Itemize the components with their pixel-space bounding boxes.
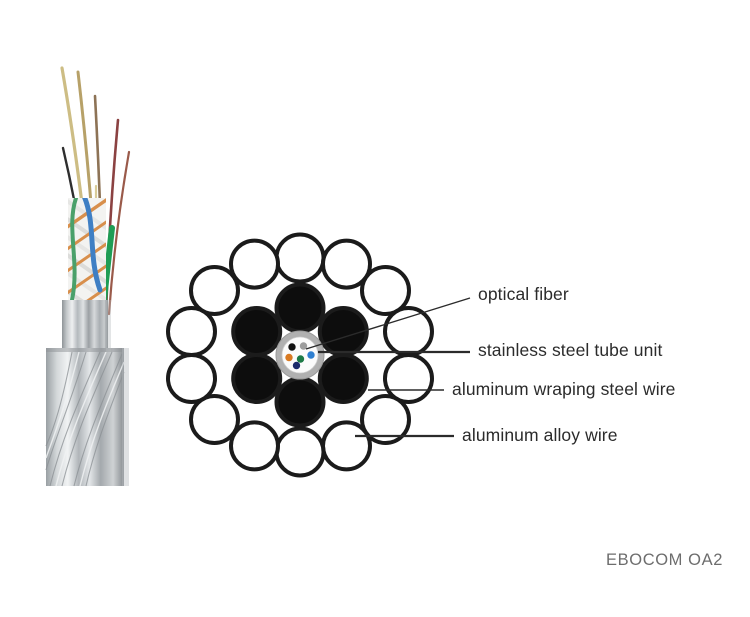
optical-fiber-bundle xyxy=(285,342,315,370)
alloy-wire xyxy=(274,232,326,284)
alloy-wire xyxy=(321,420,372,472)
alloy-wire xyxy=(166,306,217,357)
fiber-black xyxy=(288,343,296,351)
fiber-gray xyxy=(299,342,308,350)
alloy-wire xyxy=(189,265,240,316)
alloy-wire xyxy=(166,353,217,404)
callout-label-stainless-steel-tube-unit: stainless steel tube unit xyxy=(478,340,663,360)
photo-alu-lower xyxy=(45,348,125,487)
alloy-wire xyxy=(274,426,326,478)
fiber-navy xyxy=(292,361,301,370)
watermark-text: EBOCOM OA2 xyxy=(606,551,723,569)
leader-optical-fiber xyxy=(305,297,471,350)
alloy-wire xyxy=(360,265,411,316)
wraping-steel-wire xyxy=(231,306,283,357)
wraping-steel-wire xyxy=(317,353,369,404)
photo-shadow xyxy=(122,348,129,486)
fiber-orange xyxy=(285,353,293,362)
alloy-wire xyxy=(189,394,240,445)
alloy-wire xyxy=(229,420,280,472)
alloy-wire xyxy=(383,306,434,357)
callout-label-aluminum-alloy-wire: aluminum alloy wire xyxy=(462,425,618,445)
alloy-wire xyxy=(229,238,280,290)
photo-shadow-upper xyxy=(106,300,111,352)
wraping-steel-wire xyxy=(317,306,369,357)
cable-photo-illustration xyxy=(45,66,131,487)
alloy-wire xyxy=(360,394,411,445)
callout-label-optical-fiber: optical fiber xyxy=(478,284,569,304)
callout-leader-lines xyxy=(305,297,471,438)
wraping-steel-wire xyxy=(231,353,283,404)
stainless-steel-tube-unit xyxy=(275,330,325,380)
photo-alu-upper xyxy=(62,300,108,352)
fiber-blue xyxy=(307,351,315,359)
wraping-steel-wire xyxy=(274,282,326,334)
callout-label-aluminum-wraping-steel-wire: aluminum wraping steel wire xyxy=(452,379,676,399)
opgw-cable-photo xyxy=(0,0,200,617)
wraping-steel-wire xyxy=(274,376,326,428)
fiber-green xyxy=(296,355,305,363)
alloy-wire xyxy=(321,238,372,290)
